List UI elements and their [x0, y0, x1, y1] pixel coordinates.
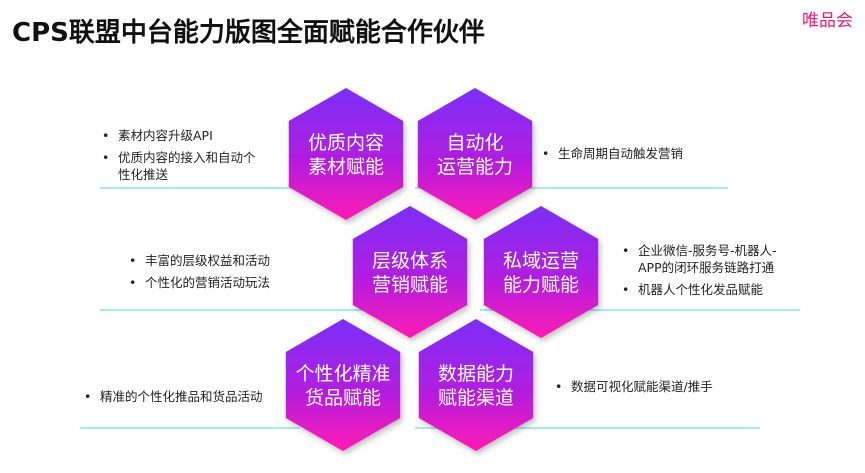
hexagon-label: 营销赋能 — [372, 274, 448, 296]
hexagon-label: 优质内容 — [308, 132, 384, 154]
bullet-item: 丰富的层级权益和活动 — [127, 252, 327, 269]
hexagon-shape — [417, 88, 533, 220]
bullet-list-auto-ops: 生命周期自动触发营销 — [540, 145, 740, 167]
hexagon-label: 运营能力 — [437, 156, 513, 178]
bullet-list-private-domain: 企业微信-服务号-机器人- APP的闭环服务链路打通 机器人个性化发品赋能 — [620, 242, 820, 303]
bullet-item: 优质内容的接入和自动个 性化推送 — [100, 149, 280, 183]
bullet-item: 机器人个性化发品赋能 — [620, 281, 820, 298]
hexagon-label: 素材赋能 — [308, 156, 384, 178]
bullet-list-quality-content: 素材内容升级API 优质内容的接入和自动个 性化推送 — [100, 127, 280, 188]
hexagon-label: 货品赋能 — [305, 387, 381, 409]
bullet-list-personalized: 精准的个性化推品和货品活动 — [82, 388, 302, 410]
hexagon-label: 个性化精准 — [295, 363, 390, 385]
hexagon-layer: 优质内容素材赋能自动化运营能力层级体系营销赋能私域运营能力赋能个性化精准货品赋能… — [285, 88, 599, 451]
hexagon-shape — [418, 319, 534, 451]
bullet-item: 个性化的营销活动玩法 — [127, 274, 327, 291]
bullet-item: 企业微信-服务号-机器人- APP的闭环服务链路打通 — [620, 242, 820, 276]
hexagon-shape — [288, 88, 404, 220]
bullet-list-data-capability: 数据可视化赋能渠道/推手 — [553, 378, 753, 400]
bullet-item: 生命周期自动触发营销 — [540, 145, 740, 162]
page-title: CPS联盟中台能力版图全面赋能合作伙伴 — [12, 18, 485, 48]
hexagon-shape — [352, 206, 468, 338]
hexagon-label: 私域运营 — [503, 250, 579, 272]
hexagon-shape — [483, 206, 599, 338]
hexagon-label: 能力赋能 — [503, 274, 579, 296]
bullet-item: 素材内容升级API — [100, 127, 280, 144]
hexagon-label: 层级体系 — [372, 250, 448, 272]
bullet-item: 精准的个性化推品和货品活动 — [82, 388, 302, 405]
hexagon-label: 自动化 — [446, 132, 503, 154]
hexagon-shape — [285, 319, 401, 451]
hexagon-label: 赋能渠道 — [438, 387, 514, 409]
bullet-list-tier-system: 丰富的层级权益和活动 个性化的营销活动玩法 — [127, 252, 327, 296]
brand-logo: 唯品会 — [802, 11, 853, 31]
bullet-item: 数据可视化赋能渠道/推手 — [553, 378, 753, 395]
hexagon-label: 数据能力 — [438, 363, 514, 385]
